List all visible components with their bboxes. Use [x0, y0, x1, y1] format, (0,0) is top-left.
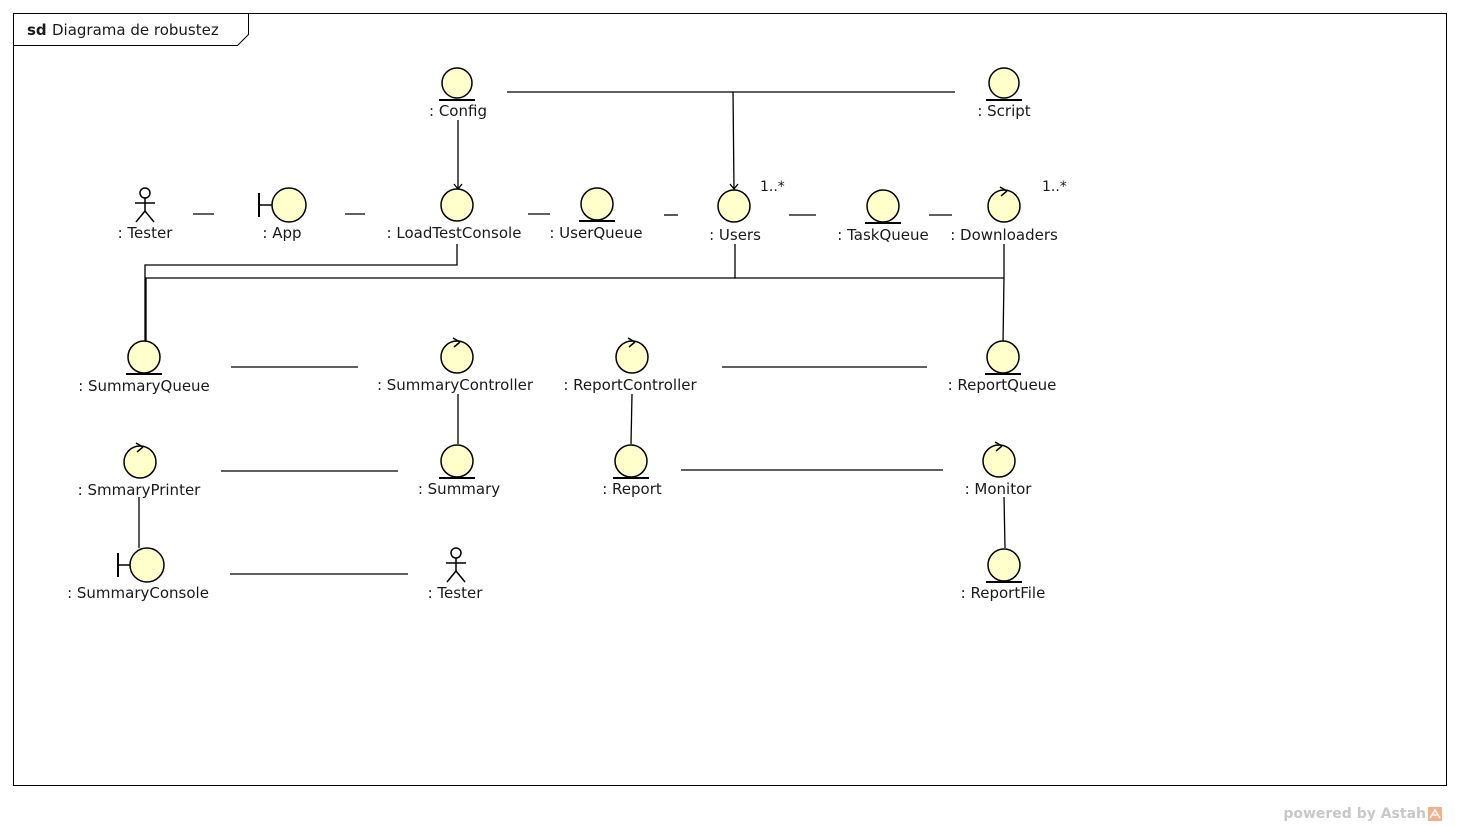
entity-taskqueue: : TaskQueue [837, 189, 929, 244]
summaryconsole-label: : SummaryConsole [67, 584, 209, 602]
config-users-link [732, 91, 735, 190]
downloaders-label: : Downloaders [950, 226, 1058, 244]
summary-label: : Summary [418, 480, 500, 498]
config-label: : Config [429, 102, 487, 120]
entity-reportfile: : ReportFile [961, 548, 1046, 602]
entity-summaryqueue: : SummaryQueue [78, 340, 210, 395]
astah-logo-icon [1428, 807, 1442, 821]
userqueue-label: : UserQueue [549, 224, 642, 242]
diagram-frame [13, 13, 1447, 786]
smmaryprinter-label: : SmmaryPrinter [78, 481, 202, 499]
arrowhead-users [729, 183, 739, 191]
tester-label: : Tester [118, 224, 174, 242]
app-label: : App [262, 224, 301, 242]
monitor-reportfile-link [1003, 496, 1006, 549]
reportcontroller-label: : ReportController [563, 376, 697, 394]
downloaders-multiplicity: 1..* [1042, 179, 1067, 195]
control-downloaders: : Downloaders [950, 186, 1058, 244]
users-label: : Users [709, 226, 761, 244]
users-summaryqueue-link [145, 244, 736, 343]
frame-keyword: sd [27, 21, 47, 39]
loadtestconsole-label: : LoadTestConsole [387, 224, 522, 242]
connectors [138, 91, 1006, 575]
control-loadtestconsole: : LoadTestConsole [387, 188, 522, 242]
powered-by-footer: powered by Astah [1283, 806, 1442, 822]
users-multiplicity: 1..* [760, 179, 785, 195]
frame-tab [13, 13, 249, 46]
loadtestconsole-summaryqueue-link [144, 244, 458, 343]
entity-config: : Config [429, 67, 487, 120]
control-monitor: : Monitor [965, 441, 1033, 498]
control-smmaryprinter: : SmmaryPrinter [78, 442, 202, 499]
script-label: : Script [977, 102, 1030, 120]
downloaders-reportqueue-link [1002, 277, 1005, 344]
boundary-summaryconsole: : SummaryConsole [67, 547, 209, 602]
summaryqueue-label: : SummaryQueue [78, 377, 210, 395]
actor-tester: : Tester [118, 187, 174, 242]
monitor-label: : Monitor [965, 480, 1033, 498]
entity-script: : Script [977, 67, 1031, 120]
summarycontroller-label: : SummaryController [377, 376, 534, 394]
entity-summary: : Summary [418, 444, 500, 498]
frame-title: Diagrama de robustez [52, 21, 219, 39]
entity-report: : Report [602, 444, 662, 498]
reportqueue-label: : ReportQueue [948, 376, 1057, 394]
tester-2-label: : Tester [428, 584, 484, 602]
entity-reportqueue: : ReportQueue [948, 340, 1057, 394]
control-summarycontroller: : SummaryController [377, 337, 534, 394]
report-label: : Report [602, 480, 662, 498]
boundary-app: : App [258, 187, 307, 242]
control-reportcontroller: : ReportController [563, 337, 697, 394]
entity-userqueue: : UserQueue [549, 187, 643, 242]
taskqueue-label: : TaskQueue [837, 226, 928, 244]
actor-tester-2: : Tester [428, 547, 484, 602]
control-users: : Users [709, 189, 761, 244]
powered-by-text: powered by Astah [1283, 806, 1426, 822]
reportfile-label: : ReportFile [961, 584, 1046, 602]
reportcontroller-report-link [630, 393, 633, 445]
